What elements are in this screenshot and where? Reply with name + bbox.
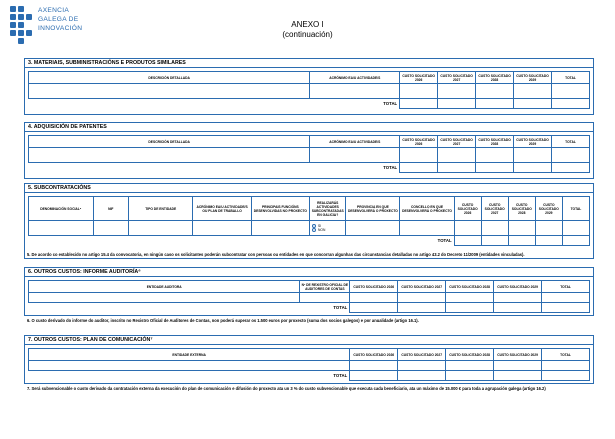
- section-title: 3. MATERIAIS, SUBMINISTRACIÓNS E PRODUTO…: [24, 58, 594, 68]
- subcontratacions-table: DENOMINACIÓN SOCIAL⁵ NIF TIPO DE ENTIDAD…: [28, 196, 591, 246]
- footnote-6: 6. O custo derivado do informe do audito…: [27, 318, 419, 323]
- comunicacion-table: ENTIDADE EXTERNA CUSTO SOLICITADO 2026 C…: [27, 348, 590, 381]
- radio-non[interactable]: NON: [312, 228, 344, 233]
- radio-si[interactable]: SI: [312, 224, 344, 228]
- logo: AXENCIA GALEGA DE INNOVACIÓN: [10, 6, 110, 48]
- total-label: TOTAL: [28, 98, 401, 109]
- patentes-table: DESCRICIÓN DETALLADA ACRÓNIMO EA/U ACTIV…: [27, 135, 590, 173]
- section-title: 6. OUTROS CUSTOS: INFORME AUDITORÍA⁶: [24, 267, 594, 277]
- concello-select[interactable]: [399, 220, 455, 236]
- galicia-radio-group: SI NON: [309, 220, 347, 236]
- section-title: 4. ADQUISICIÓN DE PATENTES: [24, 122, 594, 132]
- footnote-7: 7. Será subvencionable o custo derivado …: [27, 386, 546, 391]
- logo-mark: [10, 6, 32, 44]
- radio-icon[interactable]: [312, 224, 317, 228]
- section-subcontratacions: 5. SUBCONTRATACIÓNS DENOMINACIÓN SOCIAL⁵…: [24, 183, 594, 259]
- section-materiais: 3. MATERIAIS, SUBMINISTRACIÓNS E PRODUTO…: [24, 58, 594, 115]
- provincia-select[interactable]: [345, 220, 401, 236]
- footnote-5: 5. De acordo co establecido no artigo 15…: [27, 252, 525, 257]
- total-label: TOTAL: [28, 235, 455, 246]
- materiais-table: DESCRICIÓN DETALLADA ACRÓNIMO EA/U ACTIV…: [27, 71, 590, 109]
- document-title: ANEXO I (continuación): [282, 20, 333, 39]
- section-title: 5. SUBCONTRATACIÓNS: [24, 183, 594, 193]
- auditoria-table: ENTIDADE AUDITORA Nº DE REXISTRO OFICIAL…: [27, 280, 590, 313]
- total-label: TOTAL: [28, 302, 351, 313]
- section-patentes: 4. ADQUISICIÓN DE PATENTES DESCRICIÓN DE…: [24, 122, 594, 179]
- total-label: TOTAL: [28, 370, 351, 381]
- logo-text: AXENCIA GALEGA DE INNOVACIÓN: [38, 7, 83, 32]
- table-row[interactable]: [27, 360, 590, 371]
- table-row[interactable]: SI NON: [28, 220, 591, 236]
- table-row[interactable]: [27, 147, 590, 163]
- section-title: 7. OUTROS CUSTOS: PLAN DE COMUNICACIÓN⁷: [24, 335, 594, 345]
- section-auditoria: 6. OUTROS CUSTOS: INFORME AUDITORÍA⁶ ENT…: [24, 267, 594, 323]
- section-comunicacion: 7. OUTROS CUSTOS: PLAN DE COMUNICACIÓN⁷ …: [24, 335, 594, 391]
- table-row[interactable]: [27, 83, 590, 99]
- total-label: TOTAL: [28, 162, 401, 173]
- radio-icon[interactable]: [312, 228, 317, 233]
- table-row[interactable]: [27, 292, 590, 303]
